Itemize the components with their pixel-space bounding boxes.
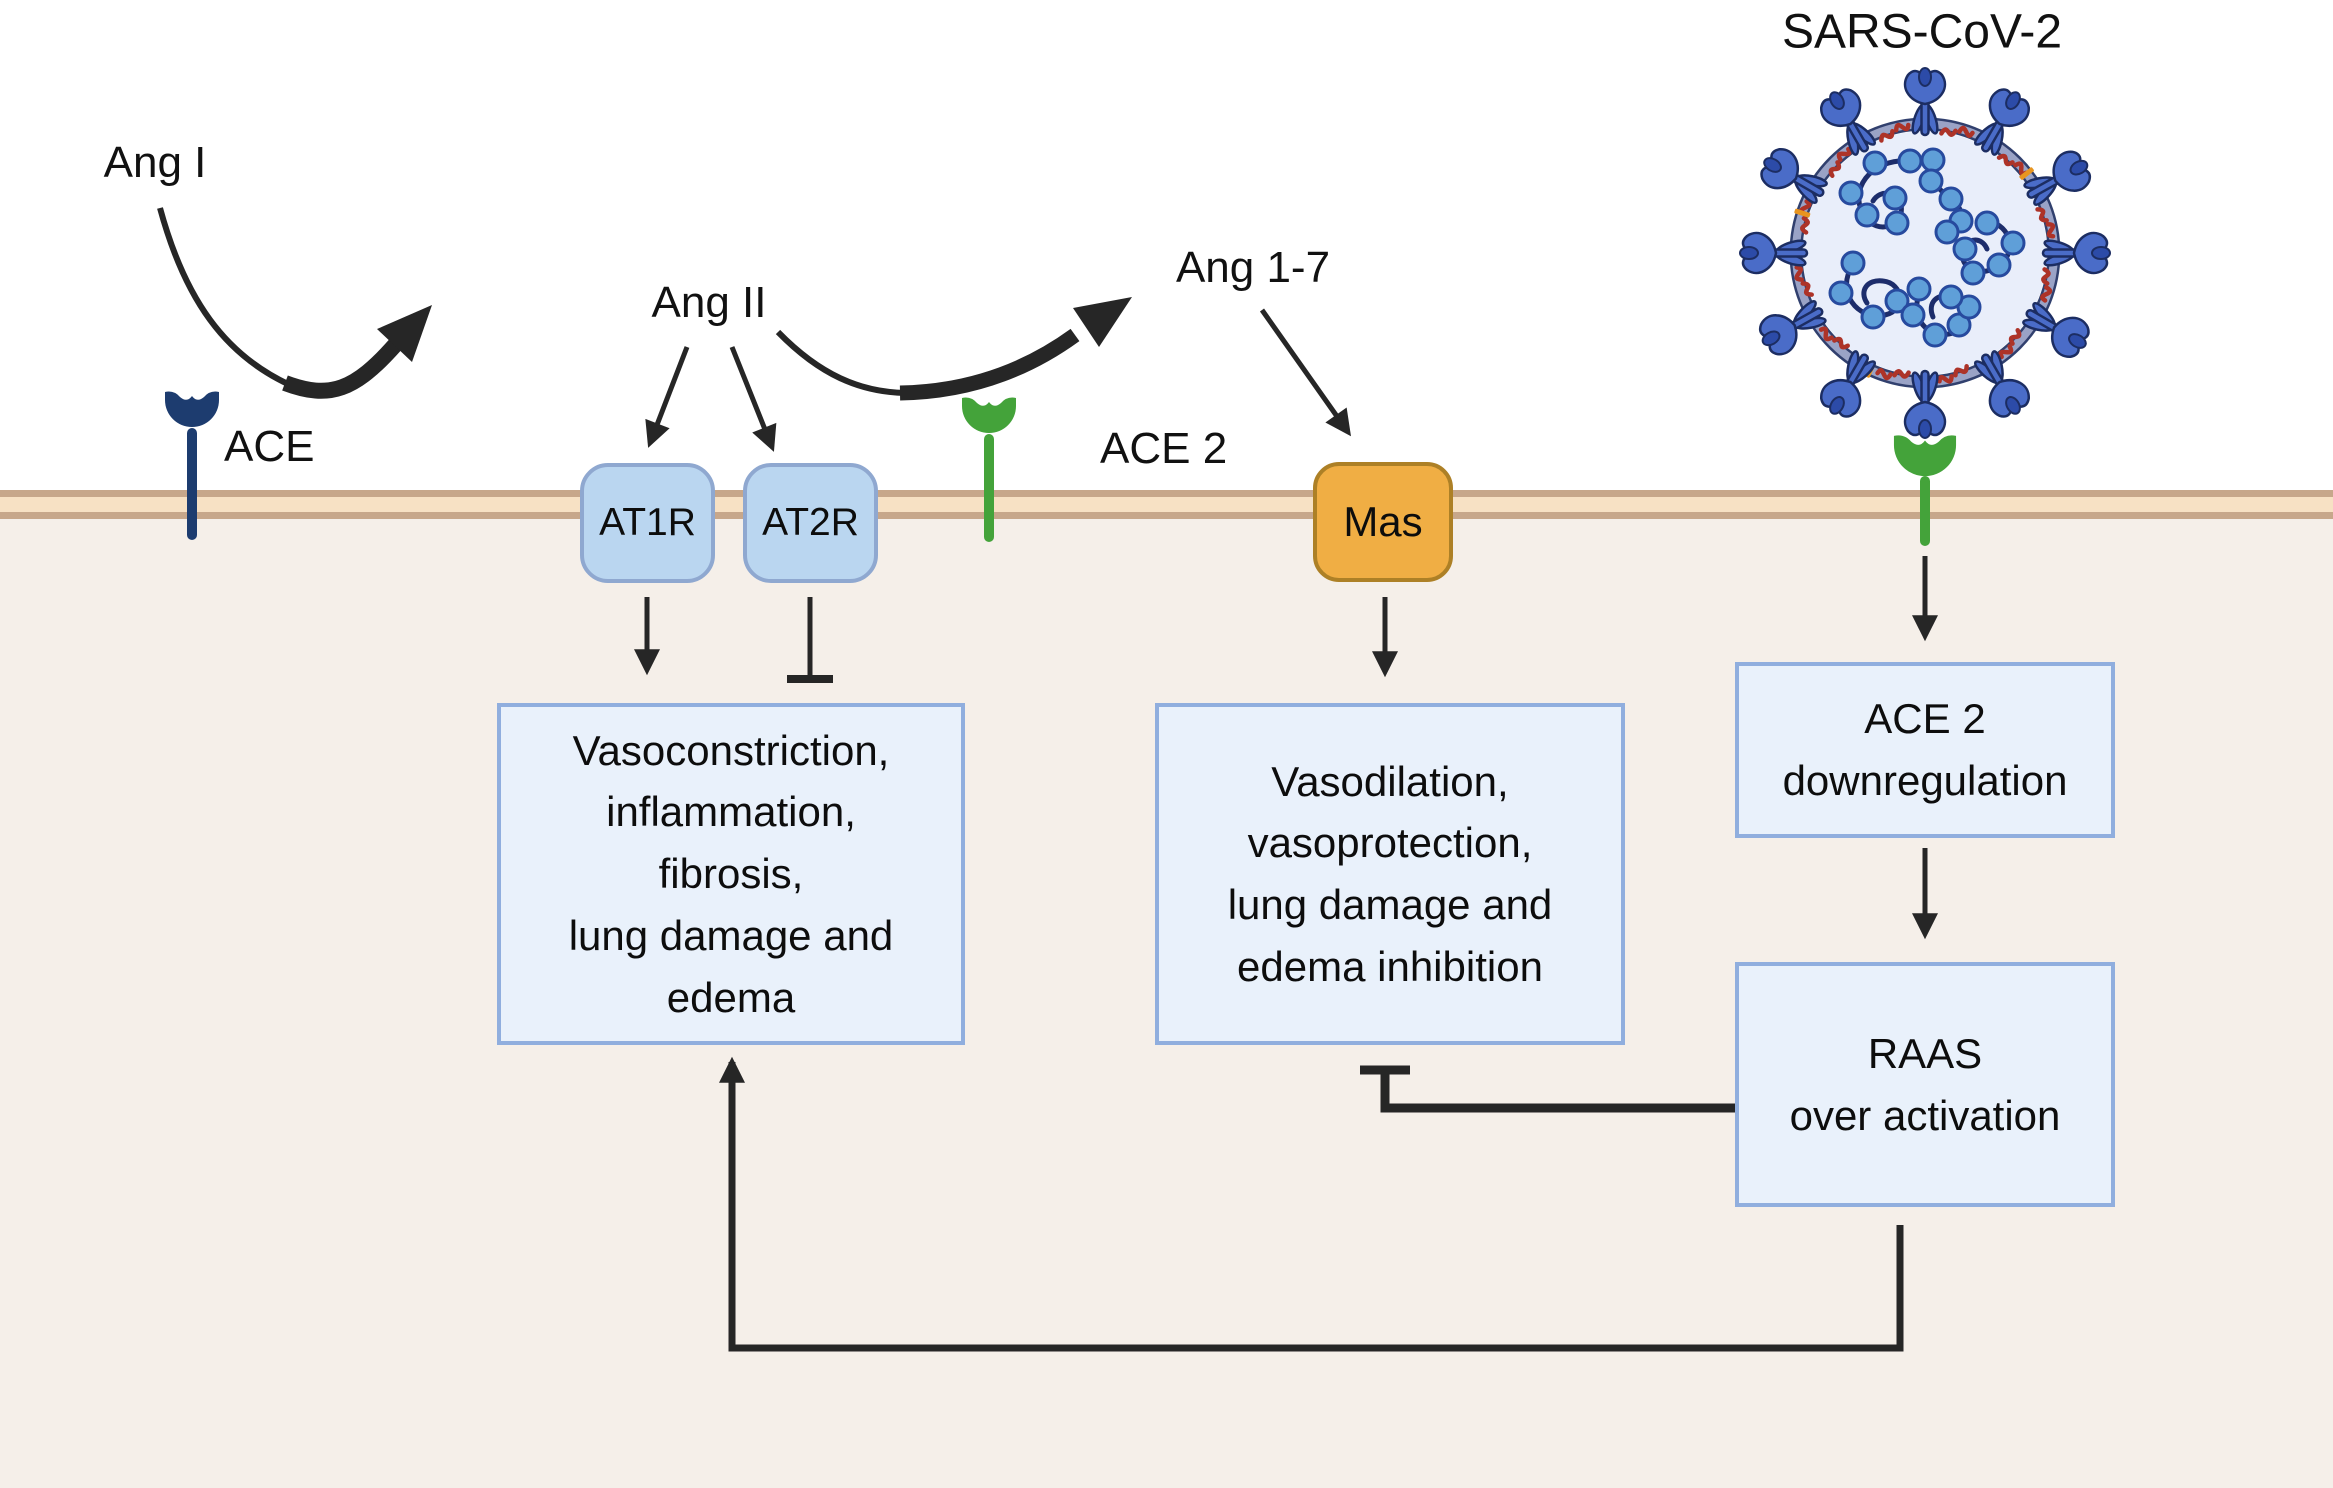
cell-membrane-bottom-stripe [0,512,2333,519]
at1r-effects-box: Vasoconstriction, inflammation, fibrosis… [497,703,965,1045]
arrow-angII-to-ang17 [775,297,1132,401]
arrow-raas-feedback-to-effects [719,1056,1904,1352]
arrow-angII-to-at2r [729,346,777,452]
ang-i-label: Ang I [103,138,207,187]
arrow-angII-to-at1r [645,346,690,448]
ace-receptor-icon [165,391,219,540]
at2r-receptor: AT2R [743,463,878,583]
ace2-downregulation-box: ACE 2 downregulation [1735,662,2115,838]
mas-effects-box: Vasodilation, vasoprotection, lung damag… [1155,703,1625,1045]
sars-cov-2-virion-icon [1738,66,2112,440]
raas-overactivation-box: RAAS over activation [1735,962,2115,1207]
ace2-receptor-icon [962,397,1016,542]
cell-membrane-top-stripe [0,490,2333,497]
inhibitor-raas-to-vasodilation [1360,1065,1735,1113]
inhibitor-at2r-to-effects [787,597,833,683]
sars-cov-2-label: SARS-CoV-2 [1781,5,2063,59]
ace2-label: ACE 2 [1100,424,1228,473]
mas-receptor: Mas [1313,462,1453,582]
ace-label: ACE [224,422,315,471]
ace2-receptor-virus-binding-icon [1893,435,1957,546]
arrow-ang17-to-mas [1259,308,1351,437]
mas-receptor-label: Mas [1343,498,1423,545]
at1r-receptor: AT1R [580,463,715,583]
at2r-receptor-label: AT2R [762,501,859,544]
viral-rna-beads [1828,147,2026,348]
ang-1-7-label: Ang 1-7 [1175,243,1331,292]
ang-ii-label: Ang II [651,278,767,327]
at1r-receptor-label: AT1R [599,501,696,544]
arrow-angI-to-angII [157,207,432,399]
